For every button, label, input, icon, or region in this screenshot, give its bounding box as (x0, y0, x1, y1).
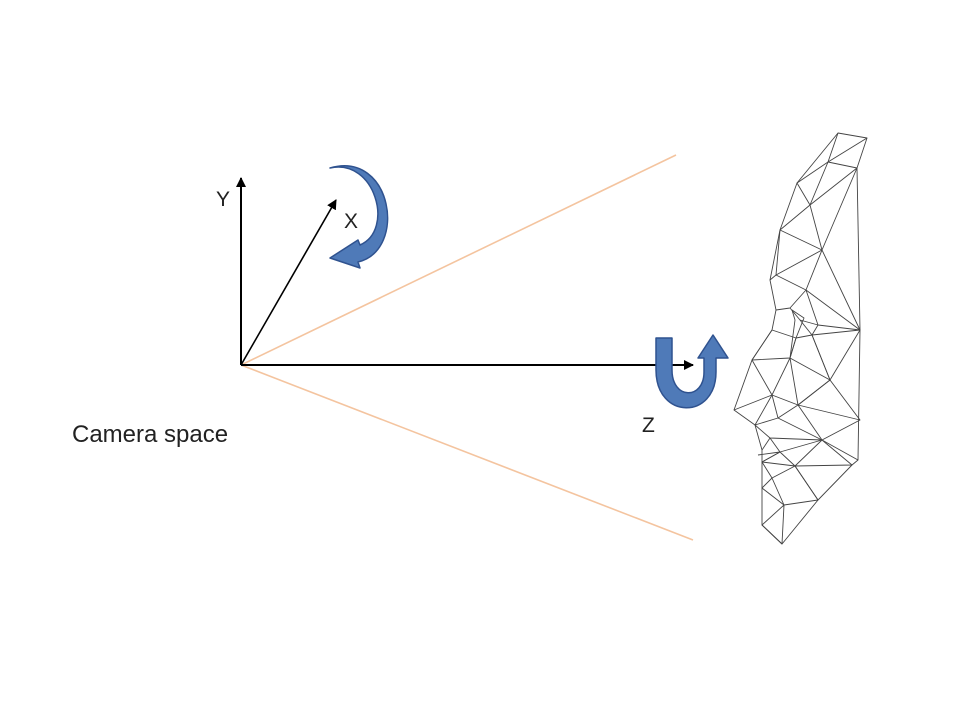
y-axis-label: Y (216, 188, 230, 211)
x-axis (240, 199, 337, 366)
curved-arrow-icon (329, 165, 389, 269)
u-turn-arrow-icon (655, 334, 729, 409)
x-axis-label: X (344, 210, 358, 233)
frustum-lower-line (240, 364, 694, 541)
wireframe-face-icon (733, 132, 868, 545)
z-axis-label: Z (642, 414, 655, 437)
camera-space-caption: Camera space (72, 421, 228, 448)
frustum-upper-line (240, 154, 677, 366)
